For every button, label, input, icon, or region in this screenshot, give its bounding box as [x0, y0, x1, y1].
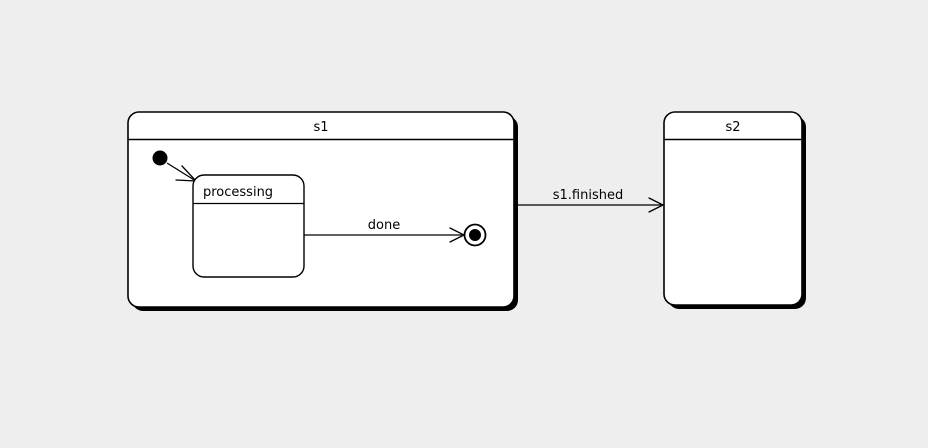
- state-s2[interactable]: s2: [663, 111, 806, 309]
- state-s2-title: s2: [725, 120, 740, 135]
- transition-initial-to-processing-line: [166, 162, 196, 182]
- state-s1-title: s1: [313, 120, 328, 135]
- transition-s1-finished[interactable]: s1.finished: [514, 188, 665, 213]
- transition-s1-finished-label: s1.finished: [553, 188, 623, 203]
- state-processing[interactable]: processing: [192, 174, 305, 278]
- transition-s1-finished-arrowhead: [648, 197, 665, 213]
- state-s2-body[interactable]: [663, 111, 803, 306]
- state-processing-body[interactable]: [192, 174, 305, 278]
- transition-done-label: done: [368, 218, 400, 233]
- final-state-icon[interactable]: [463, 223, 487, 247]
- final-state-inner-dot: [469, 229, 481, 241]
- state-processing-title: processing: [203, 185, 273, 200]
- initial-pseudostate-icon[interactable]: [152, 150, 168, 166]
- state-s1[interactable]: s1: [127, 111, 518, 311]
- state-s1-body[interactable]: [127, 111, 515, 308]
